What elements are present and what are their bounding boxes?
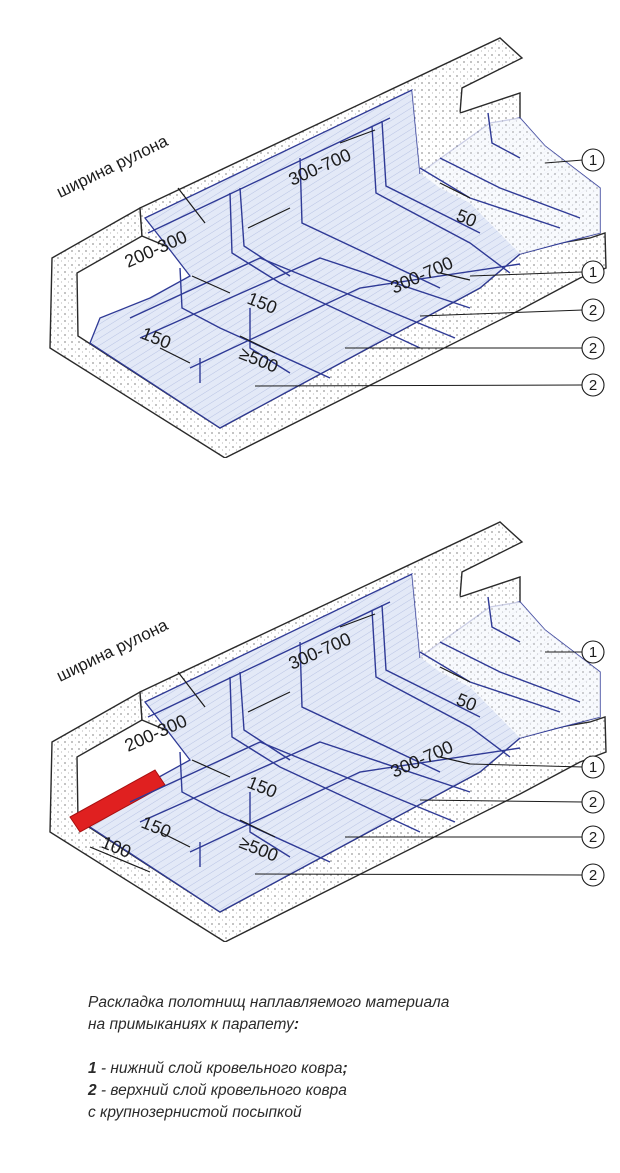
callout-circles — [581, 640, 605, 887]
callout-number: 1 — [589, 264, 597, 281]
seam-lines — [129, 112, 581, 383]
callout-number: 2 — [589, 794, 597, 811]
callout-numbers: 1 1 2 2 2 — [589, 644, 597, 884]
callout-number: 1 — [589, 644, 597, 661]
callout-number: 2 — [589, 867, 597, 884]
callout-number: 1 — [589, 152, 597, 169]
caption-title-line-2: на примыканиях к парапету — [88, 1016, 294, 1033]
legend-text: - нижний слой кровельного ковра — [96, 1060, 343, 1077]
caption-title-line-1: Раскладка полотнищ наплавляемого материа… — [88, 994, 450, 1011]
legend-number: 2 — [88, 1082, 97, 1099]
roll-width-label: ширина рулона — [53, 615, 171, 686]
roof-parapet-diagram-1: 1 1 2 2 2 ширина рулона 300-700 200-300 … — [0, 18, 620, 459]
legend: 1 - нижний слой кровельного ковра; 2 - в… — [88, 1058, 608, 1124]
callout-numbers: 1 1 2 2 2 — [589, 152, 597, 394]
legend-item: 1 - нижний слой кровельного ковра; — [88, 1058, 608, 1080]
legend-mark: ; — [342, 1060, 348, 1077]
callout-number: 2 — [589, 302, 597, 319]
callout-circles — [581, 148, 605, 397]
callout-leaders — [254, 651, 584, 876]
legend-item: 2 - верхний слой кровельного ковра — [88, 1080, 608, 1102]
legend-continuation: с крупнозернистой посыпкой — [88, 1104, 302, 1121]
figure-caption: Раскладка полотнищ наплавляемого материа… — [88, 992, 608, 1124]
caption-title-mark: : — [293, 1016, 299, 1033]
legend-number: 1 — [88, 1060, 97, 1077]
callout-number: 2 — [589, 829, 597, 846]
callout-number: 2 — [589, 377, 597, 394]
callout-number: 2 — [589, 340, 597, 357]
dimension-lines — [89, 613, 471, 873]
dimension-lines — [159, 129, 471, 364]
roof-parapet-diagram-2: 1 1 2 2 2 ширина рулона 300-700 200-300 … — [0, 502, 620, 943]
roll-width-label: ширина рулона — [53, 131, 171, 202]
callout-leaders — [254, 159, 584, 387]
callout-number: 1 — [589, 759, 597, 776]
red-fillet-strip — [69, 769, 166, 833]
caption-title: Раскладка полотнищ наплавляемого материа… — [88, 992, 608, 1036]
legend-text: - верхний слой кровельного ковра — [96, 1082, 347, 1099]
seam-lines — [129, 596, 581, 867]
